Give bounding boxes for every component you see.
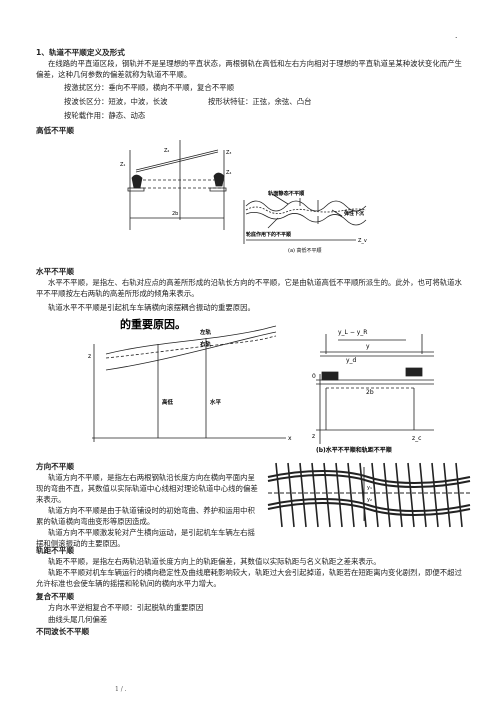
section-title-definition: 1、轨道不平顺定义及形式 bbox=[36, 48, 125, 57]
label-2b: 2b bbox=[172, 211, 178, 217]
label-y: y bbox=[366, 343, 370, 350]
label-left-rail: 左轨 bbox=[199, 328, 212, 336]
class-by-wavelength: 按波长区分：短波，中波，长波 bbox=[64, 97, 168, 106]
label-right-rail: 右轨 bbox=[200, 340, 212, 348]
label-x-axis: x bbox=[288, 435, 292, 442]
label-dynamic-irregularity: 轮底作用下的不平顺 bbox=[246, 231, 291, 238]
definition-paragraph: 在线路的平直道区段，钢轨并不是呈理想的平直状态，两根钢轨在高低和左右方向相对于理… bbox=[36, 59, 462, 79]
label-zv: Z_v bbox=[358, 238, 367, 244]
direction-paragraph-3: 轨道方向不平顺激发轮对产生横向运动，是引起机车车辆左右摇摆和侧滚振动的主要原因。 bbox=[36, 528, 255, 548]
class-by-load: 按轮载作用：静态、动态 bbox=[64, 111, 146, 120]
label-z3: Z₃ bbox=[226, 150, 231, 156]
vertical-irregularity-figure: Z₁ Z₂ Z₃ Z₄ 2b 轨面静态不平顺 弹性下沉 轮底作用下的不平顺 Z_… bbox=[120, 140, 367, 254]
label-zc: z_c bbox=[412, 435, 421, 442]
label-z4: Z₄ bbox=[226, 170, 231, 176]
label-level: 水平 bbox=[210, 398, 222, 406]
label-z-right: z bbox=[312, 433, 315, 440]
direction-irregularity-figure: y₁ y₂ bbox=[267, 462, 471, 528]
level-irregularity-figure: 的重要原因。 z x 左轨 右轨 高低 水平 y_L − y_R y y_d 2… bbox=[88, 317, 434, 454]
label-y1: y₁ bbox=[367, 485, 372, 491]
direction-paragraph-2: 轨道方向不平顺是由于轨道铺设时的初始弯曲、养护和运用中积累的轨道横向弯曲变形等原… bbox=[36, 506, 255, 526]
gauge-paragraph-1: 轨距不平顺，是指左右两轨沿轨道长度方向上的轨距偏差，其数值以实际轨距与名义轨距之… bbox=[48, 557, 381, 566]
label-yl-yr: y_L − y_R bbox=[338, 329, 367, 336]
label-yd: y_d bbox=[346, 357, 357, 364]
section-title-vertical: 高低不平顺 bbox=[36, 126, 74, 135]
label-2b-right: 2b bbox=[366, 389, 374, 396]
compound-line-2: 曲线头尾几何偏差 bbox=[48, 615, 108, 624]
section-title-compound: 复合不平顺 bbox=[36, 592, 74, 601]
section-title-gauge: 轨距不平顺 bbox=[36, 546, 74, 555]
overflow-text: 的重要原因。 bbox=[120, 317, 186, 331]
label-height-diff: 高低 bbox=[162, 398, 174, 406]
section-title-wavelength: 不同波长不平顺 bbox=[36, 627, 90, 636]
label-y2: y₂ bbox=[367, 497, 372, 503]
level-paragraph-1: 水平不平顺，是指左、右轨对应点的高差所形成的沿轨长方向的不平顺，它是由轨道高低不… bbox=[36, 278, 462, 298]
class-by-excitation: 按激扰区分：垂向不平顺，横向不平顺，复合不平顺 bbox=[64, 83, 234, 92]
vertical-figure-caption: (a) 高低不平顺 bbox=[288, 247, 322, 254]
label-z-axis: z bbox=[88, 353, 91, 360]
label-z2: Z₂ bbox=[164, 148, 169, 154]
direction-paragraph-1: 轨道方向不平顺，是指左右两根钢轨沿长度方向在横向平面内呈现的弯曲不直，其数值以实… bbox=[36, 473, 258, 504]
label-elastic-sink: 弹性下沉 bbox=[344, 210, 364, 217]
level-figure-caption: (b)水平不平顺和轨距不平顺 bbox=[316, 446, 392, 454]
label-z1: Z₁ bbox=[120, 162, 125, 168]
section-title-level: 水平不平顺 bbox=[36, 267, 74, 276]
gauge-paragraph-2: 轨距不平顺对机车车辆运行的横向稳定性及曲线磨耗影响较大，轨距过大会引起掉道，轨距… bbox=[36, 568, 462, 588]
level-paragraph-2: 轨道水平不平顺是引起机车车辆横向滚摆耦合振动的重要原因。 bbox=[48, 303, 255, 312]
page-footer: 1 / . bbox=[115, 686, 127, 693]
compound-line-1: 方向水平逆相复合不平顺：引起脱轨的重要原因 bbox=[48, 603, 204, 612]
class-by-shape: 按形状特征：正弦，余弦、凸台 bbox=[208, 97, 312, 106]
header-dot: . bbox=[455, 31, 458, 40]
label-static-irregularity: 轨面静态不平顺 bbox=[268, 189, 305, 197]
label-zero: 0 bbox=[312, 373, 316, 380]
section-title-direction: 方向不平顺 bbox=[36, 462, 74, 471]
